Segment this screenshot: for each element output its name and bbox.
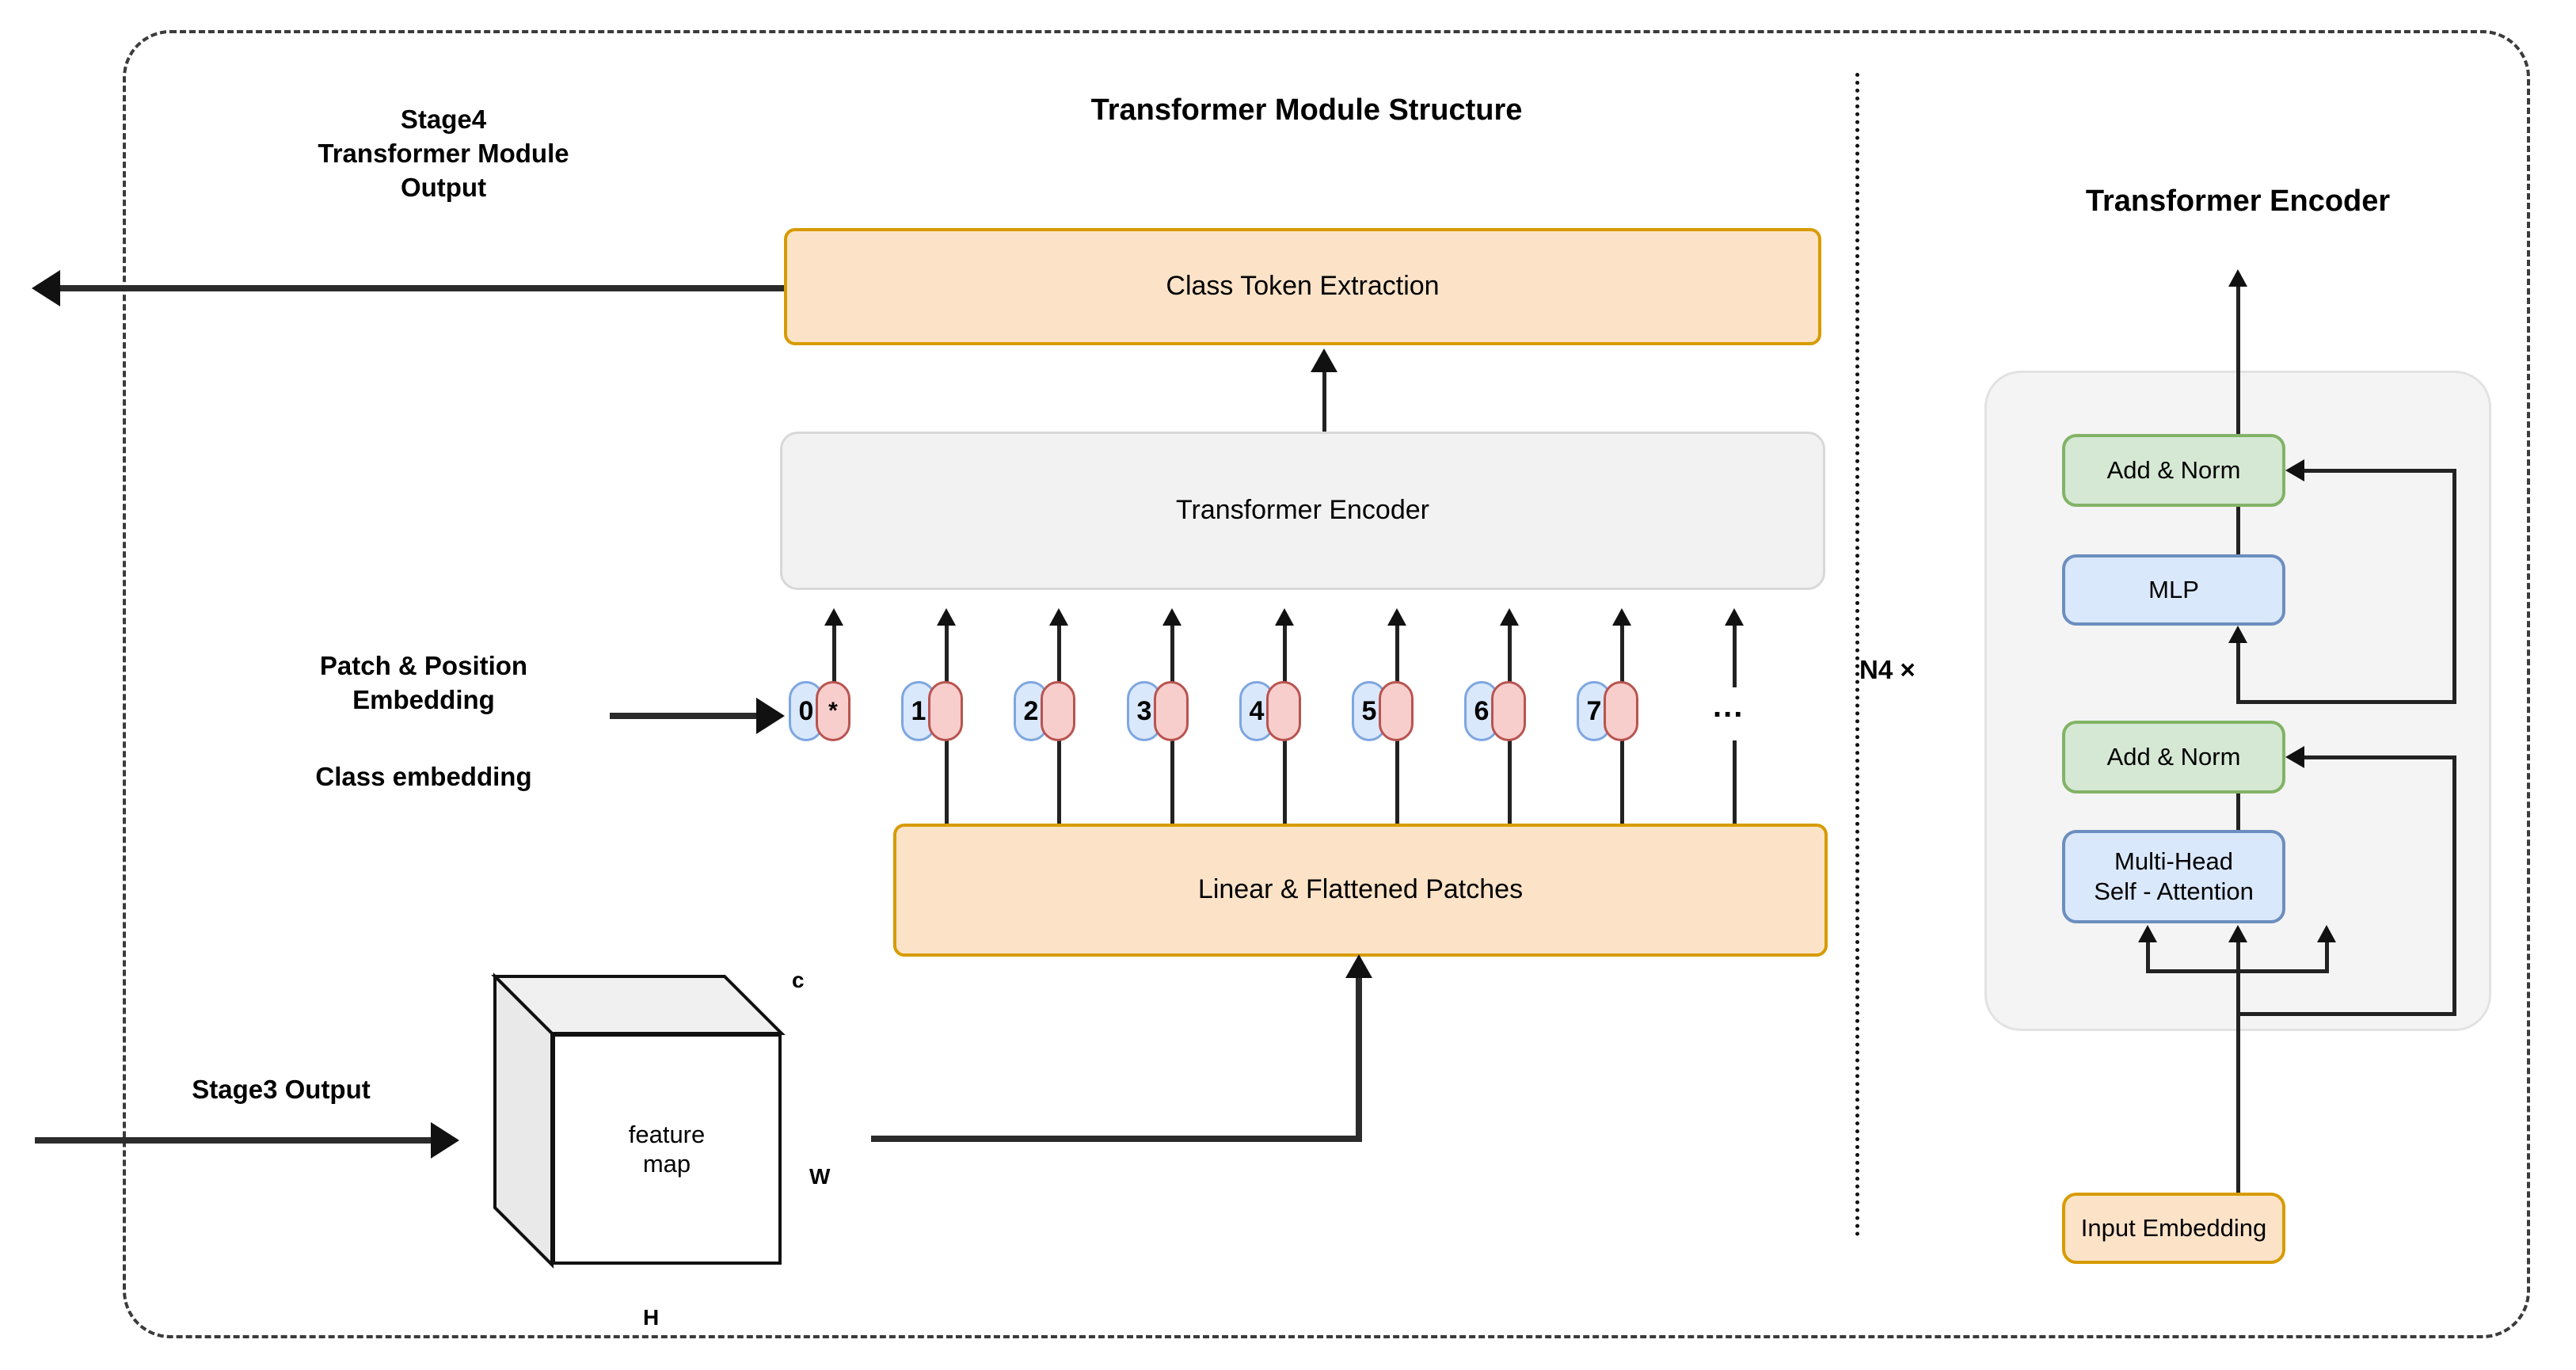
token-7-patch[interactable] <box>1604 681 1638 741</box>
token-ellipsis-arrowhead-icon <box>1725 608 1744 626</box>
token-3-arrowhead-icon <box>1162 608 1181 626</box>
token-3-patch[interactable] <box>1154 681 1189 741</box>
token-2-arrowhead-icon <box>1049 608 1068 626</box>
residual-top-hline2 <box>2304 469 2456 473</box>
feature-map-label: feature map <box>628 1120 706 1178</box>
residual-bottom-arrowhead-icon <box>2285 746 2304 768</box>
residual-top-vline <box>2452 469 2456 704</box>
token-7-arrow-line <box>1620 626 1624 957</box>
embedding-arrowhead-icon <box>756 698 785 734</box>
token-4-patch[interactable] <box>1266 681 1301 741</box>
token-5-arrow-line <box>1395 626 1399 957</box>
token-0-arrow-line <box>832 626 836 685</box>
dim-w-label: W <box>809 1164 831 1189</box>
qkv-line-center <box>2236 942 2240 972</box>
transformer-encoder-block[interactable]: Transformer Encoder <box>780 432 1825 590</box>
class-token-extraction-box[interactable]: Class Token Extraction <box>784 228 1821 345</box>
page-title: Transformer Module Structure <box>1090 93 1523 127</box>
token-0-index[interactable]: 0 <box>789 681 824 741</box>
outer-dashed-boundary <box>123 30 2530 1338</box>
encoder-output-arrowhead-icon <box>2228 269 2247 287</box>
qkv-arrowhead-left-icon <box>2138 925 2157 942</box>
input-embedding-box[interactable]: Input Embedding <box>2062 1193 2285 1264</box>
token-4-arrow-line <box>1283 626 1287 957</box>
mlp-input-line <box>2236 643 2240 703</box>
token-6-arrowhead-icon <box>1500 608 1519 626</box>
stage4-output-arrow-line <box>60 285 787 291</box>
token-6-patch[interactable] <box>1491 681 1526 741</box>
encoder-repeat-label: N4 × <box>1859 655 1916 684</box>
stage3-output-label: Stage3 Output <box>192 1075 371 1104</box>
mlp-input-arrowhead-icon <box>2228 626 2247 643</box>
input-embedding-trunk-line <box>2236 969 2240 1193</box>
stage3-output-arrowhead-icon <box>431 1122 459 1159</box>
residual-bottom-hline <box>2236 1012 2456 1016</box>
token-ellipsis-label: ... <box>1713 689 1745 724</box>
feature-map-cube-icon <box>491 972 786 1269</box>
linear-flattened-patches-box[interactable]: Linear & Flattened Patches <box>893 824 1828 957</box>
token-5-arrowhead-icon <box>1387 608 1406 626</box>
featuremap-to-linear-arrowhead-icon <box>1345 954 1372 978</box>
token-0-class-mark[interactable]: * <box>816 681 850 741</box>
token-ellipsis-arrow-line-top <box>1733 626 1737 687</box>
stage3-output-arrow-line <box>35 1137 431 1144</box>
residual-bottom-hline2 <box>2304 755 2456 759</box>
token-5-patch[interactable] <box>1379 681 1414 741</box>
qkv-line-left <box>2146 942 2150 972</box>
add-norm-bottom-box[interactable]: Add & Norm <box>2062 721 2285 793</box>
residual-top-hline <box>2236 700 2456 704</box>
encoder-to-extraction-line <box>1322 372 1326 467</box>
token-6-arrow-line <box>1508 626 1512 957</box>
stage4-output-arrowhead-icon <box>32 270 60 306</box>
featuremap-to-linear-vline <box>1356 977 1362 1140</box>
token-1-patch[interactable] <box>928 681 963 741</box>
class-embedding-label: Class embedding <box>315 762 532 791</box>
token-1-arrowhead-icon <box>937 608 956 626</box>
token-2-arrow-line <box>1057 626 1061 957</box>
token-2-patch[interactable] <box>1041 681 1075 741</box>
residual-bottom-vline <box>2452 755 2456 1016</box>
stage4-output-label: Stage4 Transformer Module Output <box>318 105 569 202</box>
msa-to-addnorm-line <box>2236 793 2240 839</box>
token-1-arrow-line <box>945 626 949 957</box>
feature-map-cube: feature map <box>467 962 800 1279</box>
token-7-arrowhead-icon <box>1612 608 1631 626</box>
qkv-line-right <box>2325 942 2329 972</box>
qkv-arrowhead-right-icon <box>2317 925 2336 942</box>
feature-map-front-face: feature map <box>552 1033 782 1265</box>
token-3-arrow-line <box>1170 626 1174 957</box>
multi-head-self-attention-box[interactable]: Multi-Head Self - Attention <box>2062 830 2285 923</box>
panel-divider <box>1855 73 1859 1237</box>
token-4-arrowhead-icon <box>1275 608 1294 626</box>
token-0-arrowhead-icon <box>824 608 843 626</box>
featuremap-to-linear-hline <box>871 1136 1362 1142</box>
patch-position-embedding-label: Patch & Position Embedding <box>319 651 528 714</box>
encoder-output-line <box>2236 285 2240 459</box>
embedding-arrow-line <box>610 713 756 719</box>
residual-top-arrowhead-icon <box>2285 459 2304 481</box>
encoder-to-extraction-arrowhead-icon <box>1311 348 1337 372</box>
dim-h-label: H <box>643 1305 660 1330</box>
mlp-box[interactable]: MLP <box>2062 554 2285 626</box>
encoder-panel-title: Transformer Encoder <box>2085 185 2391 218</box>
qkv-arrowhead-center-icon <box>2228 925 2247 942</box>
mlp-to-addnorm-line <box>2236 507 2240 556</box>
add-norm-top-box[interactable]: Add & Norm <box>2062 434 2285 507</box>
dim-c-label: c <box>792 968 805 992</box>
